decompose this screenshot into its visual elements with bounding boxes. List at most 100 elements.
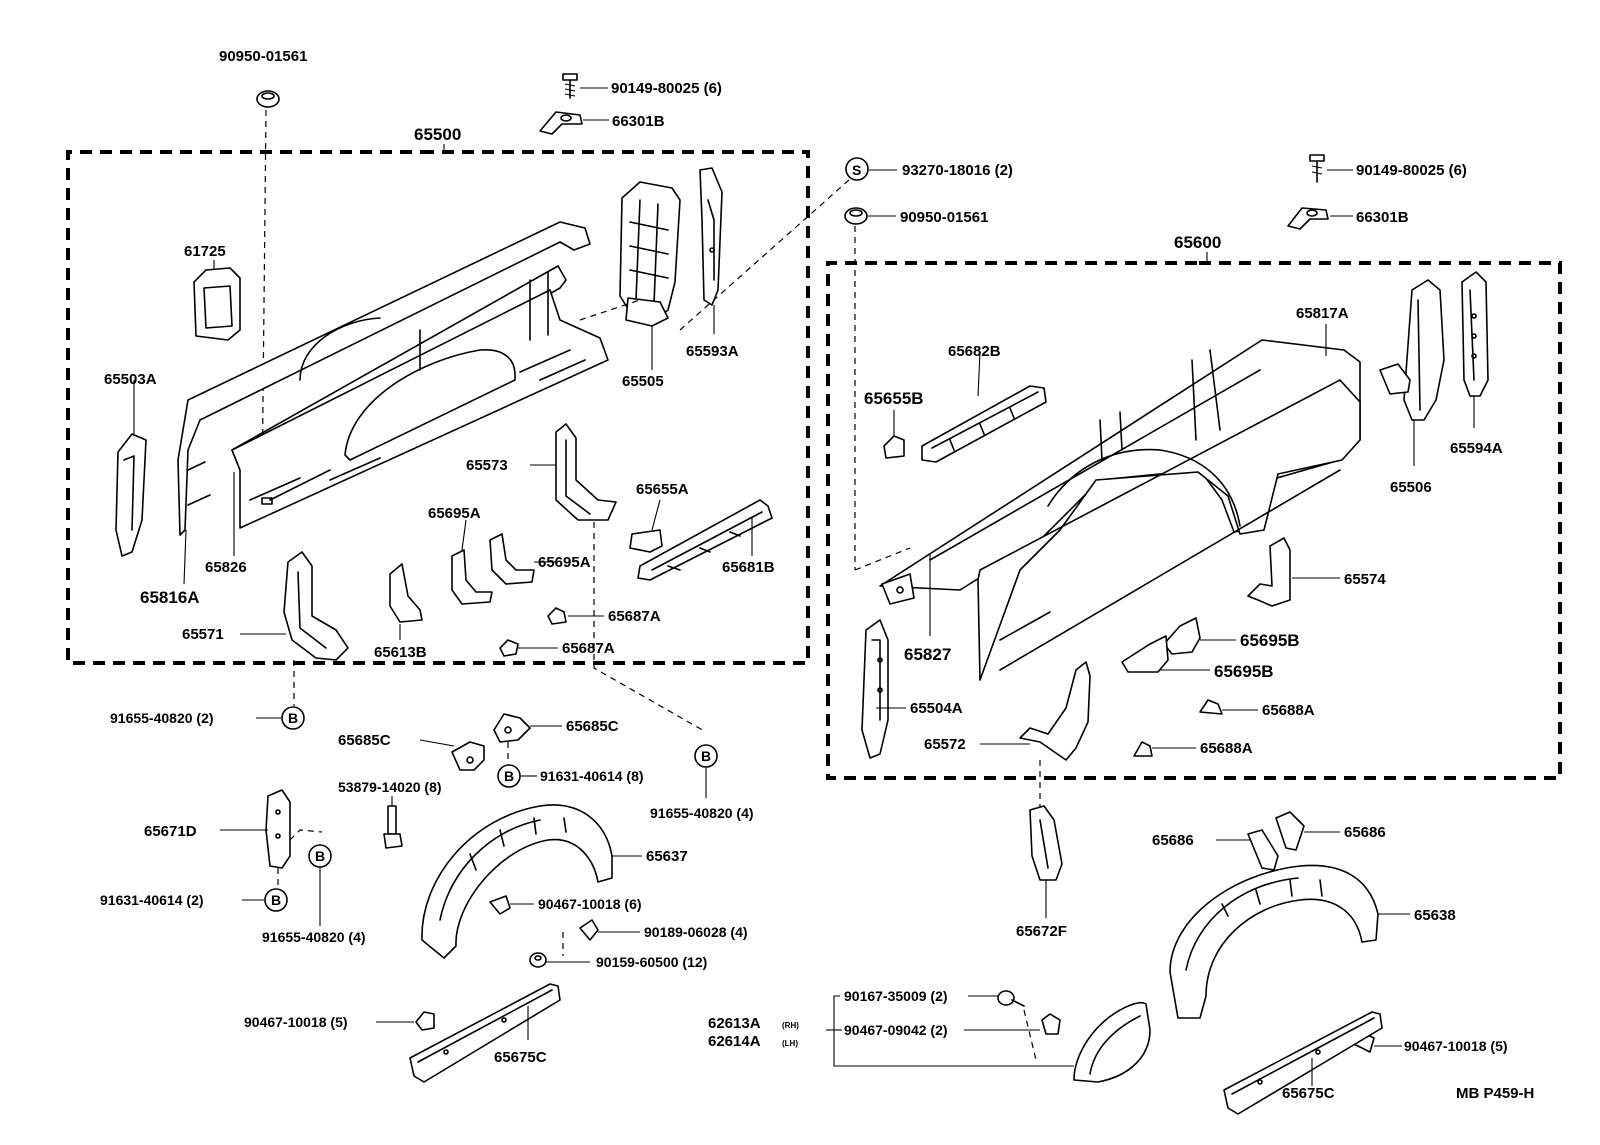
label-65505: 65505 [622, 373, 664, 390]
b-mark-letter-3: B [701, 748, 711, 764]
b-mark-letter-4: B [315, 848, 325, 864]
bracket-65573 [530, 423, 617, 521]
gusset-65695a-1 [451, 519, 493, 605]
label-90149-80025-left: 90149-80025 (6) [611, 80, 722, 97]
label-90189-06028: 90189-06028 (4) [644, 924, 748, 940]
label-65574: 65574 [1344, 571, 1386, 588]
label-91655-40820-c: 91655-40820 (4) [262, 929, 366, 945]
label-65503a: 65503A [104, 371, 157, 388]
dash-65573-to-b [593, 522, 707, 733]
label-90950-01561-top: 90950-01561 [219, 48, 307, 65]
label-65686-2: 65686 [1344, 824, 1386, 841]
pillar-reinforcement-65594a [1461, 271, 1489, 428]
label-61725: 61725 [184, 243, 226, 260]
s-mark-icon [679, 157, 897, 331]
screw-90149-right [1309, 154, 1353, 183]
bed-side-panel-left [177, 221, 609, 536]
b-mark-icon-5 [242, 888, 288, 912]
bracket-65672f [1029, 805, 1063, 918]
bracket-65655a [629, 499, 663, 553]
label-65688a-2: 65688A [1200, 740, 1253, 757]
label-65655a: 65655A [636, 481, 689, 498]
label-65675c-1: 65675C [494, 1049, 547, 1066]
label-65600: 65600 [1174, 233, 1221, 252]
label-65675c-2: 65675C [1282, 1085, 1335, 1102]
label-91631-40614-b: 91631-40614 (2) [100, 892, 204, 908]
diagram-code: MB P459-H [1456, 1085, 1534, 1102]
label-65637: 65637 [646, 848, 688, 865]
label-65826: 65826 [205, 559, 247, 576]
label-65688a-1: 65688A [1262, 702, 1315, 719]
label-62614a-side: (LH) [782, 1039, 798, 1048]
bracket-65572 [980, 661, 1091, 812]
label-65506: 65506 [1390, 479, 1432, 496]
flap-65675c-1 [409, 983, 561, 1083]
label-65594a: 65594A [1450, 440, 1503, 457]
screw-90149-left [562, 73, 608, 99]
right-assembly-frame [826, 252, 1562, 780]
b-mark-icon-4 [308, 844, 332, 926]
bracket-65503a [115, 380, 147, 557]
label-65685c-1: 65685C [338, 732, 391, 749]
liner-65638 [1169, 864, 1410, 1019]
label-90167-35009: 90167-35009 (2) [844, 988, 948, 1004]
label-65695b-2: 65695B [1214, 662, 1274, 681]
label-65572: 65572 [924, 736, 966, 753]
mud-guard-62613a [1023, 1002, 1151, 1083]
hook-66301b-left [539, 111, 609, 135]
bracket-65671d [220, 789, 323, 888]
b-mark-icon-1 [256, 706, 305, 730]
label-90950-01561-right: 90950-01561 [900, 209, 988, 226]
clip-90467-b [376, 1011, 435, 1031]
label-62614a: 62614A [708, 1033, 761, 1050]
clip-90467-c [964, 1013, 1061, 1035]
b-mark-icon-2 [497, 764, 537, 788]
label-65571: 65571 [182, 626, 224, 643]
label-66301b-right: 66301B [1356, 209, 1409, 226]
label-65685c-2: 65685C [566, 718, 619, 735]
flap-65675c-2 [1223, 1011, 1383, 1115]
bracket-65504a [861, 619, 906, 759]
label-90467-10018-b: 90467-10018 (5) [244, 1014, 348, 1030]
label-53879-14020: 53879-14020 (8) [338, 779, 442, 795]
bracket-group-lines [826, 995, 1074, 1067]
label-65504a: 65504A [910, 700, 963, 717]
label-65686-1: 65686 [1152, 832, 1194, 849]
label-91655-40820-b: 91655-40820 (4) [650, 805, 754, 821]
label-90467-10018-a: 90467-10018 (6) [538, 896, 642, 912]
label-90159-60500: 90159-60500 (12) [596, 954, 707, 970]
label-65817a: 65817A [1296, 305, 1349, 322]
tail-pillar-65506 [1379, 279, 1445, 466]
label-65695a-2: 65695A [538, 554, 591, 571]
b-mark-letter-1: B [288, 710, 298, 726]
label-65681b: 65681B [722, 559, 775, 576]
label-66301b-left: 66301B [612, 113, 665, 130]
label-65695a-1: 65695A [428, 505, 481, 522]
liner-65637 [421, 804, 642, 959]
label-65638: 65638 [1414, 907, 1456, 924]
bracket-65686-1 [1216, 829, 1279, 871]
tail-pillar-65505 [619, 181, 681, 327]
label-65687a-1: 65687A [608, 608, 661, 625]
dash-65827-to-grommet [854, 547, 911, 571]
b-mark-letter-2: B [504, 768, 514, 784]
grommet-90950-right [844, 207, 896, 570]
bracket-65686-2 [1275, 811, 1340, 851]
label-65500: 65500 [414, 125, 461, 144]
label-65827: 65827 [904, 645, 951, 664]
b-mark-icon-3 [694, 744, 718, 798]
stiffener-65682b [921, 351, 1047, 463]
label-65695b-1: 65695B [1240, 631, 1300, 650]
label-65682b: 65682B [948, 343, 1001, 360]
gusset-65695a-2 [489, 533, 556, 585]
gusset-65695b-2 [1121, 635, 1210, 673]
clip-65687a-1 [547, 607, 604, 625]
label-65671d: 65671D [144, 823, 197, 840]
bracket-65685c-2 [493, 713, 562, 764]
label-93270-18016: 93270-18016 (2) [902, 162, 1013, 179]
clip-90467-a [489, 895, 534, 915]
label-65672f: 65672F [1016, 923, 1067, 940]
pillar-reinforcement-65593a [699, 167, 723, 306]
label-65573: 65573 [466, 457, 508, 474]
